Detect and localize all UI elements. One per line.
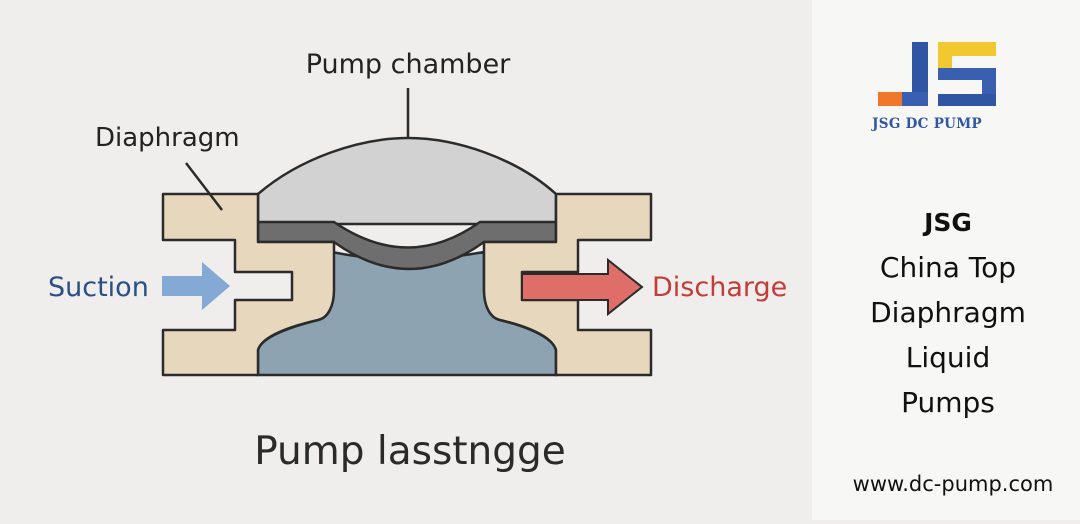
left-housing xyxy=(161,192,336,377)
brand-panel xyxy=(812,0,1080,520)
jsg-logo-icon xyxy=(878,42,996,106)
diaphragm-label: Diaphragm xyxy=(95,123,240,153)
tagline-line-5: Pumps xyxy=(901,386,995,419)
brand-name: JSG DC PUMP xyxy=(872,116,982,132)
tagline-line-3: Diaphragm xyxy=(870,296,1026,329)
tagline-line-1: JSG xyxy=(924,208,972,237)
pump-chamber xyxy=(256,136,558,226)
discharge-label: Discharge xyxy=(652,272,787,303)
tagline-line-2: China Top xyxy=(879,251,1017,284)
website-link[interactable]: www.dc-pump.com xyxy=(852,472,1054,496)
suction-label: Suction xyxy=(48,272,149,303)
tagline: JSG China Top Diaphragm Liquid Pumps xyxy=(828,200,1068,425)
diagram-caption: Pump lasstngge xyxy=(254,429,566,474)
tagline-line-4: Liquid xyxy=(905,341,991,374)
diaphragm-leader xyxy=(185,162,223,211)
discharge-arrow xyxy=(521,257,644,317)
pump-chamber-label: Pump chamber xyxy=(306,49,511,80)
suction-arrow xyxy=(162,262,230,310)
